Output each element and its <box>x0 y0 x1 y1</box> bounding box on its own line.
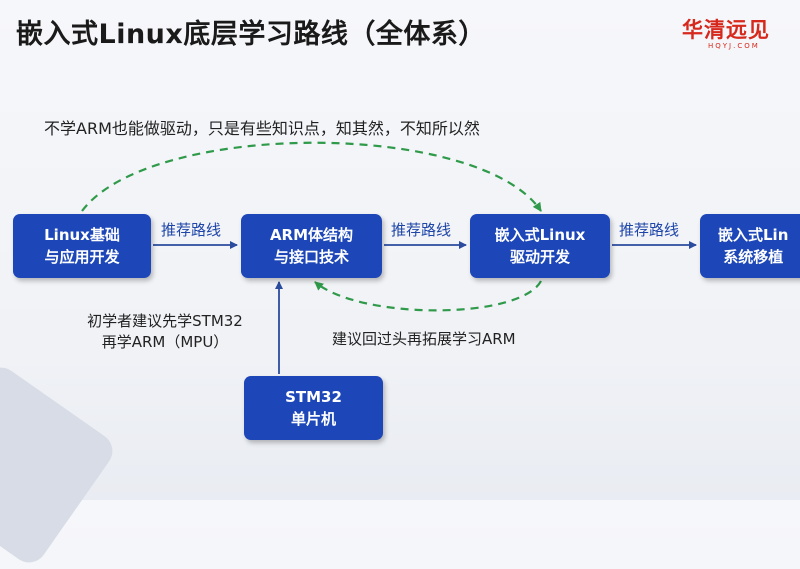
box-embedded-linux-driver: 嵌入式Linux 驱动开发 <box>470 214 610 278</box>
hqyj-logo: 华清远见 HQYJ.COM <box>682 18 792 51</box>
logo-chinese-text: 华清远见 <box>682 17 770 42</box>
stm32-first-note: 初学者建议先学STM32 再学ARM（MPU） <box>87 312 243 351</box>
arrow-label-recommended-3: 推荐路线 <box>619 221 680 239</box>
back-to-arm-note: 建议回过头再拓展学习ARM <box>332 330 516 348</box>
dashed-arrow-back-to-arm <box>314 280 542 312</box>
arrow-label-recommended-2: 推荐路线 <box>391 221 452 239</box>
box-embedded-system-porting: 嵌入式Lin 系统移植 <box>700 214 800 278</box>
logo-english-text: HQYJ.COM <box>708 42 760 50</box>
dashed-arrow-skip-arm <box>81 141 542 212</box>
top-dashed-arrow-note: 不学ARM也能做驱动，只是有些知识点，知其然，不知所以然 <box>44 119 480 138</box>
arrow-label-recommended-1: 推荐路线 <box>161 221 222 239</box>
box-arm-architecture: ARM体结构 与接口技术 <box>241 214 382 278</box>
page-title: 嵌入式Linux底层学习路线（全体系） <box>16 19 486 50</box>
connector-lines <box>81 141 697 374</box>
box-linux-basics: Linux基础 与应用开发 <box>13 214 151 278</box>
box-stm32-mcu: STM32 单片机 <box>244 376 383 440</box>
